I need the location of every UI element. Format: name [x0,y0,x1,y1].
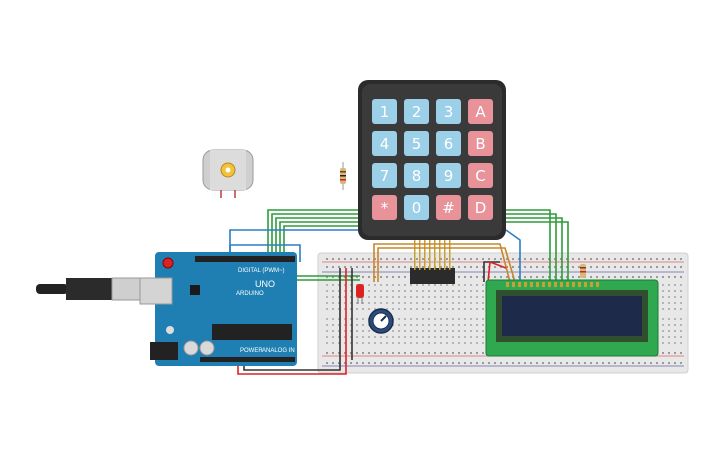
keypad-key-C[interactable]: C [468,163,493,188]
header-pins-icon [410,240,455,284]
keypad-key-label: B [475,135,485,153]
arduino-uno-board[interactable]: ARDUINO UNO DIGITAL (PWM~) POWER ANALOG … [139,252,297,366]
keypad-key-label: * [381,199,389,217]
keypad-key-label: C [475,167,485,185]
keypad-key-label: 7 [380,167,390,185]
keypad-key-6[interactable]: 6 [436,131,461,156]
keypad-key-label: 9 [444,167,454,185]
arduino-digital-label: DIGITAL (PWM~) [238,268,285,274]
keypad-key-label: 5 [412,135,422,153]
keypad-key-8[interactable]: 8 [404,163,429,188]
dc-motor-icon[interactable] [202,149,254,198]
keypad-key-A[interactable]: A [468,99,493,124]
keypad-key-*[interactable]: * [372,195,397,220]
keypad-key-label: 2 [412,103,422,121]
keypad-key-label: 1 [380,103,390,121]
keypad-key-label: A [475,103,486,121]
keypad-key-9[interactable]: 9 [436,163,461,188]
keypad-key-label: 3 [444,103,454,121]
arduino-power-label: POWER [240,348,263,354]
keypad-key-0[interactable]: 0 [404,195,429,220]
lcd-16x2[interactable] [485,279,659,357]
usb-cable-icon [36,277,143,301]
keypad-key-label: 6 [444,135,454,153]
led-icon[interactable] [356,284,364,304]
keypad-key-1[interactable]: 1 [372,99,397,124]
wires [229,209,569,375]
resistor-icon[interactable] [580,264,586,278]
keypad-key-5[interactable]: 5 [404,131,429,156]
keypad-key-4[interactable]: 4 [372,131,397,156]
keypad-key-label: D [475,199,487,217]
keypad-key-label: 8 [412,167,422,185]
keypad-key-B[interactable]: B [468,131,493,156]
resistor-icon[interactable] [340,162,346,190]
keypad-4x4[interactable]: 1 2 3 A 4 5 6 B 7 8 9 C * 0 # D [358,80,506,240]
keypad-key-7[interactable]: 7 [372,163,397,188]
keypad-key-D[interactable]: D [468,195,493,220]
arduino-brand: ARDUINO [236,291,264,297]
keypad-key-#[interactable]: # [436,195,461,220]
keypad-key-label: 0 [412,199,422,217]
keypad-key-label: # [442,199,455,217]
keypad-key-2[interactable]: 2 [404,99,429,124]
keypad-key-3[interactable]: 3 [436,99,461,124]
arduino-analog-label: ANALOG IN [262,348,295,354]
keypad-key-label: 4 [380,135,390,153]
potentiometer-icon[interactable] [368,308,394,334]
arduino-model: UNO [255,279,275,289]
